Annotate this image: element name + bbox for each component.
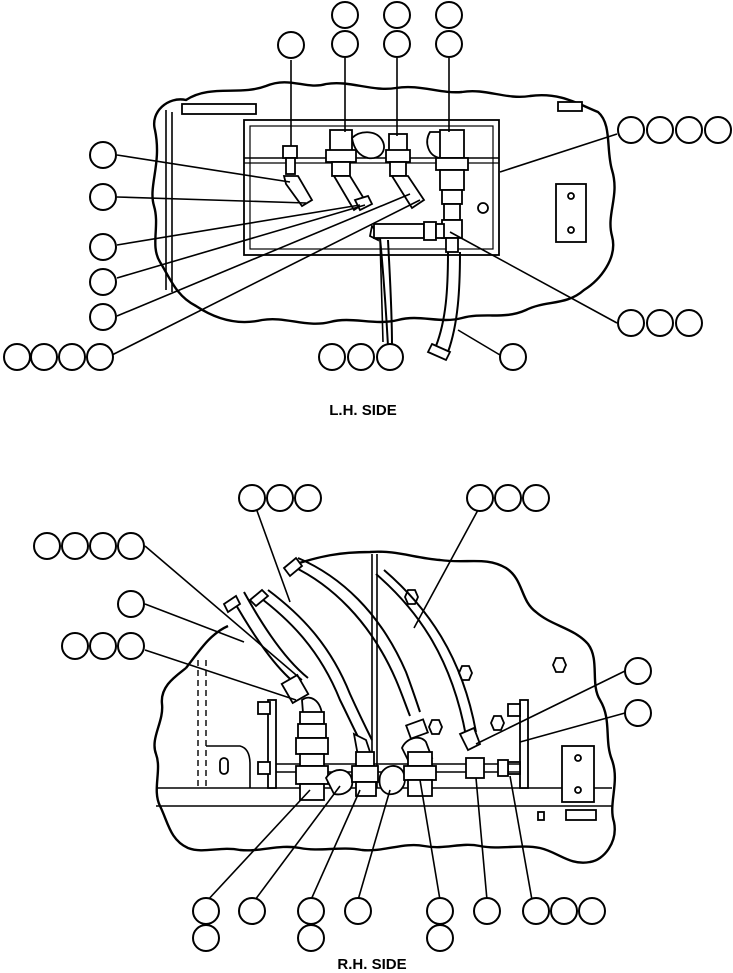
lh-top-left-tab [181,103,257,115]
lh-fitting-1 [282,145,314,208]
rh-side-caption: R.H. SIDE [337,956,406,973]
lh-plate-bolt [477,202,489,214]
lh-leader-lines [111,58,618,356]
rh-fitting-right [401,718,437,797]
lh-fitting-3 [385,133,426,210]
rh-hose-bundle [222,556,477,745]
lh-fitting-2 [325,129,374,212]
rh-small-elbow [324,769,354,796]
lh-top-right-tab [557,101,583,112]
rh-fitting-middle [351,732,379,797]
rh-side-view: R.H. SIDE [33,484,652,973]
lh-callout-bubbles [3,1,732,371]
rh-leader-lines [144,507,626,905]
lh-down-hose [426,251,461,362]
rh-fitting-left [280,673,329,801]
rh-center-elbow [378,765,406,796]
lh-elbow-connector [351,131,385,160]
rh-hose-tip-fitting [458,726,482,752]
lh-main-fitting [426,129,469,253]
rh-right-bracket [519,699,529,789]
lh-side-caption: L.H. SIDE [329,402,397,419]
lh-side-view: L.H. SIDE [3,1,732,419]
rh-callout-bubbles [33,484,652,952]
lh-breakout-outline [151,81,616,325]
lh-cross-hose [368,221,445,347]
rh-breakout-outline [153,550,616,864]
rh-left-bracket [267,699,277,789]
